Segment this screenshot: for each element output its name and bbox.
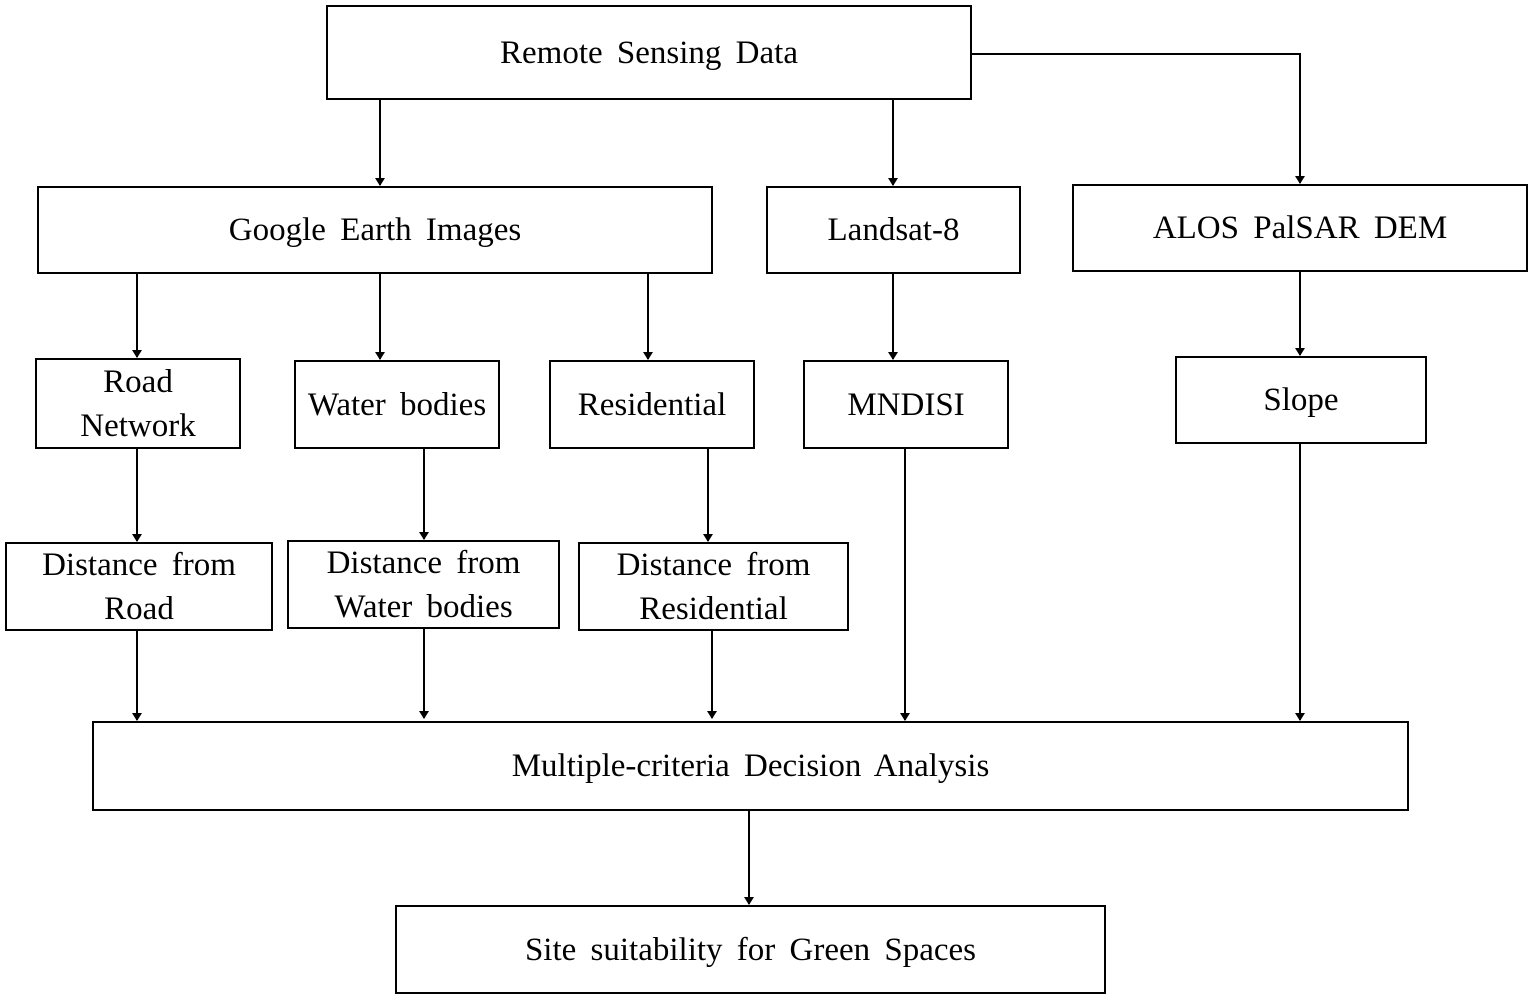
node-label-line-2: Road [104,590,174,627]
node-mndisi: MNDISI [803,360,1009,449]
node-label: Multiple-criteria Decision Analysis [511,748,990,784]
node-google-earth-images: Google Earth Images [37,186,713,274]
node-label: MNDISI [847,386,965,423]
node-distance-from-residential: Distance from Residential [578,542,849,631]
node-label: Residential [577,386,727,423]
node-water-bodies: Water bodies [294,360,500,449]
arrow-remote-to-alos [972,53,1305,184]
node-residential: Residential [549,360,755,449]
node-label-line-1: Distance from [42,546,236,583]
node-label-line-1: Distance from [616,546,811,583]
node-label-line-1: Road [103,363,173,400]
node-label-line-2: Water bodies [334,588,513,625]
node-label-line-2: Residential [639,590,788,627]
node-label: Remote Sensing Data [500,34,798,71]
node-label: Site suitability for Green Spaces [524,931,977,968]
node-multiple-criteria-decision-analysis: Multiple-criteria Decision Analysis [92,721,1409,811]
node-slope: Slope [1175,356,1427,444]
node-label: Google Earth Images [228,212,522,248]
node-site-suitability: Site suitability for Green Spaces [395,905,1106,994]
node-road-network: Road Network [35,358,241,449]
node-label: ALOS PalSAR DEM [1152,210,1448,246]
node-landsat-8: Landsat-8 [766,186,1021,274]
node-label-line-1: Distance from [326,544,521,581]
node-distance-from-road: Distance from Road [5,542,273,631]
node-distance-from-water-bodies: Distance from Water bodies [287,540,560,629]
node-remote-sensing-data: Remote Sensing Data [326,5,972,100]
node-alos-palsar-dem: ALOS PalSAR DEM [1072,184,1528,272]
node-label: Water bodies [307,386,487,423]
node-label: Slope [1263,382,1339,418]
node-label-line-2: Network [80,407,196,444]
node-label: Landsat-8 [827,212,960,248]
